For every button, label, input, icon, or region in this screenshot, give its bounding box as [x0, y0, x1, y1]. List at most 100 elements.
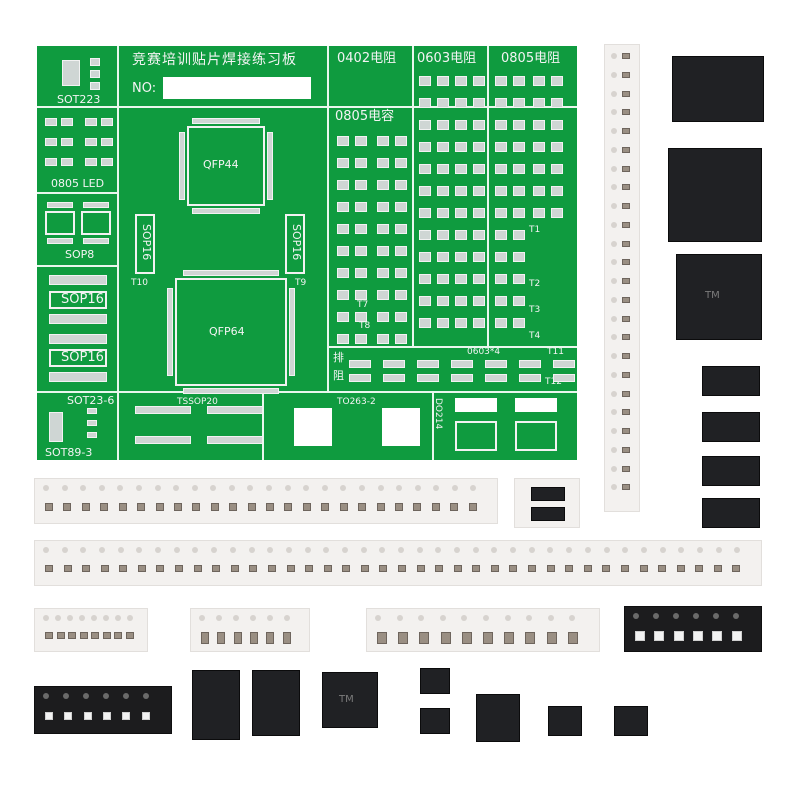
- smd-component: [114, 632, 122, 639]
- smd-component: [622, 465, 630, 472]
- tape-sprocket-hole: [123, 693, 129, 699]
- tape-sprocket-hole: [693, 613, 699, 619]
- passive-pad: [551, 120, 563, 130]
- smd-component: [622, 71, 630, 78]
- t10-label: T10: [131, 278, 148, 288]
- tape-sprocket-hole: [91, 615, 97, 621]
- pcb-divider: [487, 46, 489, 346]
- passive-pad: [395, 290, 407, 300]
- sop16-pads: [49, 372, 107, 382]
- tape-sprocket-hole: [248, 547, 255, 553]
- pcb-divider: [117, 46, 119, 460]
- qfp44-chip-marking: TM: [339, 694, 354, 705]
- led-pad: [61, 158, 73, 166]
- passive-pad: [337, 158, 349, 168]
- passive-pad: [495, 164, 507, 174]
- smd-component: [622, 221, 630, 228]
- passive-pad: [337, 246, 349, 256]
- tape-sprocket-hole: [640, 547, 647, 553]
- passive-pad: [437, 274, 449, 284]
- smd-component: [565, 565, 574, 572]
- smd-component: [431, 503, 440, 511]
- passive-pad: [455, 230, 467, 240]
- passive-pad: [419, 120, 431, 130]
- passive-pad: [533, 120, 545, 130]
- qfp64-outline: [175, 278, 287, 386]
- passive-pad: [455, 318, 467, 328]
- tape-sprocket-hole: [173, 485, 180, 491]
- passive-pad: [337, 334, 349, 344]
- tape-sprocket-hole: [117, 485, 124, 491]
- tape-sprocket-hole: [611, 203, 617, 209]
- pcb-divider: [327, 46, 329, 391]
- passive-pad: [551, 98, 563, 108]
- sot89-chip: [252, 670, 300, 736]
- array-pad: [519, 374, 541, 382]
- smd-component: [305, 565, 314, 572]
- smd-component: [732, 565, 741, 572]
- passive-pad: [495, 208, 507, 218]
- sop16-vertical-outline: [285, 214, 305, 274]
- passive-pad: [377, 290, 389, 300]
- smd-component: [602, 565, 611, 572]
- tape-sprocket-hole: [435, 547, 442, 553]
- passive-pad: [533, 76, 545, 86]
- passive-pad: [337, 136, 349, 146]
- smd-component: [193, 565, 202, 572]
- smd-component: [622, 296, 630, 303]
- tape-sprocket-hole: [43, 693, 49, 699]
- smd-component: [118, 503, 127, 511]
- tape-sprocket-hole: [733, 613, 739, 619]
- tape-sprocket-hole: [611, 240, 617, 247]
- smd-component: [64, 712, 73, 720]
- passive-pad: [355, 312, 367, 322]
- tssop20-pads: [207, 436, 263, 444]
- passive-pad: [513, 252, 525, 262]
- r0603-label: 0603电阻: [417, 51, 477, 66]
- passive-pad: [419, 76, 431, 86]
- smd-component: [247, 503, 256, 511]
- board-title: 竞赛培训贴片焊接练习板: [132, 52, 297, 68]
- passive-pad: [551, 142, 563, 152]
- sop8-pads: [47, 238, 73, 244]
- short-component-tape: [190, 608, 310, 652]
- passive-pad: [419, 274, 431, 284]
- passive-pad: [355, 202, 367, 212]
- array-pad: [383, 374, 405, 382]
- tssop20-pads: [135, 406, 191, 414]
- passive-pad: [551, 76, 563, 86]
- led-pad: [45, 158, 57, 166]
- tape-sprocket-hole: [304, 547, 311, 553]
- passive-pad: [355, 246, 367, 256]
- tape-sprocket-hole: [611, 371, 617, 378]
- board-no-label: NO:: [132, 81, 157, 96]
- passive-pad: [495, 318, 507, 328]
- passive-pad: [495, 186, 507, 196]
- smd-component: [622, 353, 630, 359]
- passive-pad: [419, 98, 431, 108]
- smd-component: [229, 503, 238, 511]
- array-pad: [417, 360, 439, 368]
- tape-sprocket-hole: [510, 547, 517, 553]
- smd-component: [622, 278, 630, 284]
- array-pad: [485, 360, 507, 368]
- r0402-label: 0402电阻: [337, 51, 397, 66]
- qfp64-chip: TM: [676, 254, 762, 340]
- tape-sprocket-hole: [396, 485, 403, 491]
- tape-sprocket-hole: [569, 615, 576, 621]
- t3-label: T3: [529, 305, 541, 315]
- passive-pad: [437, 318, 449, 328]
- passive-pad: [513, 274, 525, 284]
- tssop20-label: TSSOP20: [177, 397, 218, 407]
- tape-sprocket-hole: [491, 547, 498, 553]
- horizontal-component-tape: [34, 540, 762, 586]
- tape-sprocket-hole: [461, 615, 468, 621]
- paizu-top-label: 排: [333, 351, 344, 364]
- sot23-black-tape: [624, 606, 762, 652]
- smd-component: [622, 390, 630, 397]
- diode-tape: [366, 608, 600, 652]
- smd-component: [119, 565, 128, 572]
- smd-component: [546, 632, 557, 644]
- passive-pad: [533, 142, 545, 152]
- passive-pad: [533, 186, 545, 196]
